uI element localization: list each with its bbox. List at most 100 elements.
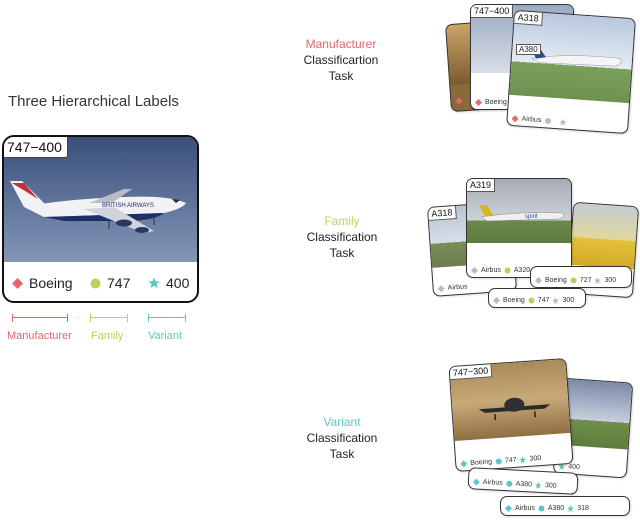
airplane-icon xyxy=(478,397,551,421)
variant-value: 300 xyxy=(604,277,617,284)
card-row: Airbus xyxy=(437,280,511,293)
family-value: 747 xyxy=(537,297,550,304)
card-row: Boeing xyxy=(475,99,569,106)
card-row: Airbus xyxy=(511,115,623,130)
task-line: Task xyxy=(328,69,354,83)
variant-code-tag: A319 xyxy=(467,179,496,192)
family-value: A380 xyxy=(547,505,565,512)
diamond-icon xyxy=(12,277,23,289)
manufacturer-value: Airbus xyxy=(482,478,503,487)
task-line: Classificartion xyxy=(303,53,379,67)
card-row: Boeing 727 300 xyxy=(535,277,627,284)
variant-value: 300 xyxy=(544,482,557,490)
svg-text:spirit: spirit xyxy=(525,214,538,220)
star-icon xyxy=(519,456,527,464)
variant-value: 300 xyxy=(529,455,542,463)
circle-icon xyxy=(570,277,577,284)
stack-card-front: 747−300 Boeing 747 300 xyxy=(448,358,574,472)
manufacturer-value: Boeing xyxy=(485,99,507,106)
section-heading: Three Hierarchical Labels xyxy=(8,93,179,110)
family-value: 727 xyxy=(579,277,592,284)
manufacturer-label: Boeing xyxy=(12,275,73,291)
card-row: Boeing 747 300 xyxy=(493,297,581,304)
circle-icon xyxy=(506,480,513,487)
stack-card-back xyxy=(445,19,515,113)
manufacturer-value: Airbus xyxy=(447,283,468,292)
stack-card-front: A318 Airbus xyxy=(506,9,636,135)
star-icon xyxy=(552,297,560,304)
circle-icon xyxy=(504,267,511,274)
star-icon xyxy=(535,481,543,489)
manufacturer-value: Airbus xyxy=(521,115,542,125)
diamond-icon xyxy=(505,505,512,512)
manufacturer-bracket-label: Manufacturer xyxy=(7,330,72,342)
task-highlight: Variant xyxy=(323,415,361,429)
family-value: A380 xyxy=(515,480,533,489)
variant-value: 400 xyxy=(567,463,581,472)
star-icon xyxy=(559,118,567,126)
manufacturer-value: Boeing xyxy=(503,297,525,304)
manufacturer-value: Boeing xyxy=(29,275,73,291)
family-task-label: Family Classification Task xyxy=(292,213,392,261)
stack-card-row: Airbus A380 300 xyxy=(467,467,579,495)
manufacturer-value: Boeing xyxy=(545,277,567,284)
family-value: A320 xyxy=(513,267,531,274)
circle-icon xyxy=(544,118,551,125)
variant-code-tag: 747−400 xyxy=(4,137,68,158)
card-row xyxy=(455,94,509,105)
variant-bracket xyxy=(148,314,186,322)
diamond-icon xyxy=(475,99,482,106)
manufacturer-value: Airbus xyxy=(515,505,535,512)
manufacturer-bracket xyxy=(12,314,68,322)
variant-code-tag: A380 xyxy=(516,44,541,55)
stack-card-front: spirit A319 Airbus A320 318 xyxy=(466,178,572,278)
variant-label: 400 xyxy=(148,275,189,291)
task-line: Classification xyxy=(306,230,378,244)
diamond-icon xyxy=(455,97,463,105)
task-line: Task xyxy=(329,447,355,461)
task-highlight: Manufacturer xyxy=(305,37,377,51)
stack-card-row: Airbus A380 318 xyxy=(500,496,630,516)
variant-code-tag: 747−400 xyxy=(471,5,514,18)
card-row: Boeing 747 300 xyxy=(460,453,568,468)
card-row: Airbus A380 300 xyxy=(472,478,573,490)
variant-value: 300 xyxy=(562,297,575,304)
diamond-icon xyxy=(437,285,445,293)
diamond-icon xyxy=(493,297,500,304)
star-icon xyxy=(558,462,566,471)
family-bracket xyxy=(90,314,128,322)
example-label-card: BRITISH AIRWAYS 747−400 Boeing 747 400 xyxy=(2,135,199,303)
stack-card-back: 400 xyxy=(552,377,634,479)
stack-card: A318 Airbus xyxy=(426,201,518,297)
star-icon xyxy=(567,505,575,512)
diamond-icon xyxy=(535,277,542,284)
label-row: Boeing 747 400 xyxy=(4,267,197,299)
diamond-icon xyxy=(472,478,480,486)
diamond-icon xyxy=(460,460,468,468)
family-label: 747 xyxy=(90,275,130,291)
diamond-icon xyxy=(511,115,519,123)
task-line: Task xyxy=(329,246,355,260)
family-bracket-label: Family xyxy=(91,330,124,342)
manufacturer-value: Airbus xyxy=(481,267,501,274)
diamond-icon xyxy=(471,267,478,274)
variant-value: 400 xyxy=(166,275,190,291)
variant-task-label: Variant Classification Task xyxy=(292,414,392,462)
star-icon xyxy=(148,277,160,288)
circle-icon xyxy=(538,505,545,512)
family-value: 747 xyxy=(107,275,131,291)
star-icon xyxy=(594,277,602,284)
variant-value: 318 xyxy=(577,505,589,512)
task-line: Classification xyxy=(306,431,378,445)
airplane-photo: BRITISH AIRWAYS xyxy=(4,137,197,262)
circle-icon xyxy=(528,297,535,304)
circle-icon xyxy=(90,278,101,288)
family-value: 747 xyxy=(504,456,517,465)
airplane-icon: spirit xyxy=(479,205,564,222)
svg-text:BRITISH AIRWAYS: BRITISH AIRWAYS xyxy=(102,203,154,209)
card-row: Airbus A380 318 xyxy=(505,505,625,512)
card-row: 400 xyxy=(558,462,622,474)
stack-card-row: Boeing 727 300 xyxy=(530,266,632,288)
task-highlight: Family xyxy=(324,214,360,228)
manufacturer-task-label: Manufacturer Classificartion Task xyxy=(291,36,391,84)
